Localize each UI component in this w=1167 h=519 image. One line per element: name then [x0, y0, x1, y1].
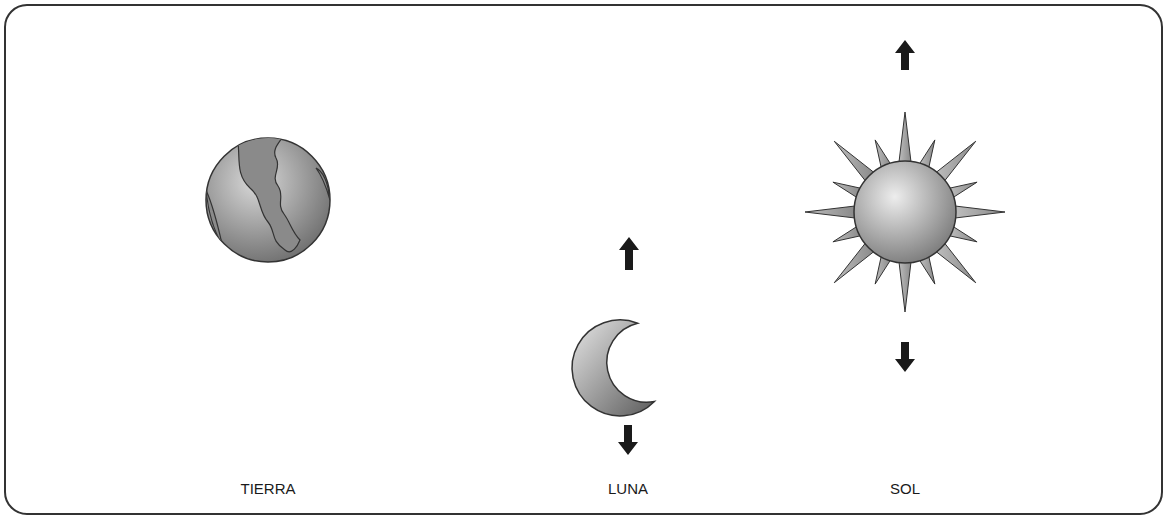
sun-ray: [834, 141, 874, 181]
sun-ray: [955, 206, 1005, 218]
sun: [854, 161, 956, 263]
arrow-down: [618, 425, 638, 455]
sun-ray: [936, 141, 976, 181]
sun-ray: [834, 243, 874, 283]
arrow-up: [619, 237, 639, 270]
sun-ray: [805, 206, 855, 218]
body-label: LUNA: [608, 481, 648, 496]
frame: [5, 5, 1162, 514]
arrow-up: [895, 40, 915, 70]
moon: [572, 320, 654, 416]
sun-ray: [936, 243, 976, 283]
arrow-down: [895, 342, 915, 372]
earth: [206, 136, 330, 262]
sun-ray: [899, 262, 911, 312]
body-label: SOL: [890, 481, 920, 496]
motion-arrows: [618, 40, 915, 455]
body-label: TIERRA: [240, 481, 295, 496]
sun-ray: [899, 112, 911, 162]
sun-rays: [805, 112, 1005, 312]
